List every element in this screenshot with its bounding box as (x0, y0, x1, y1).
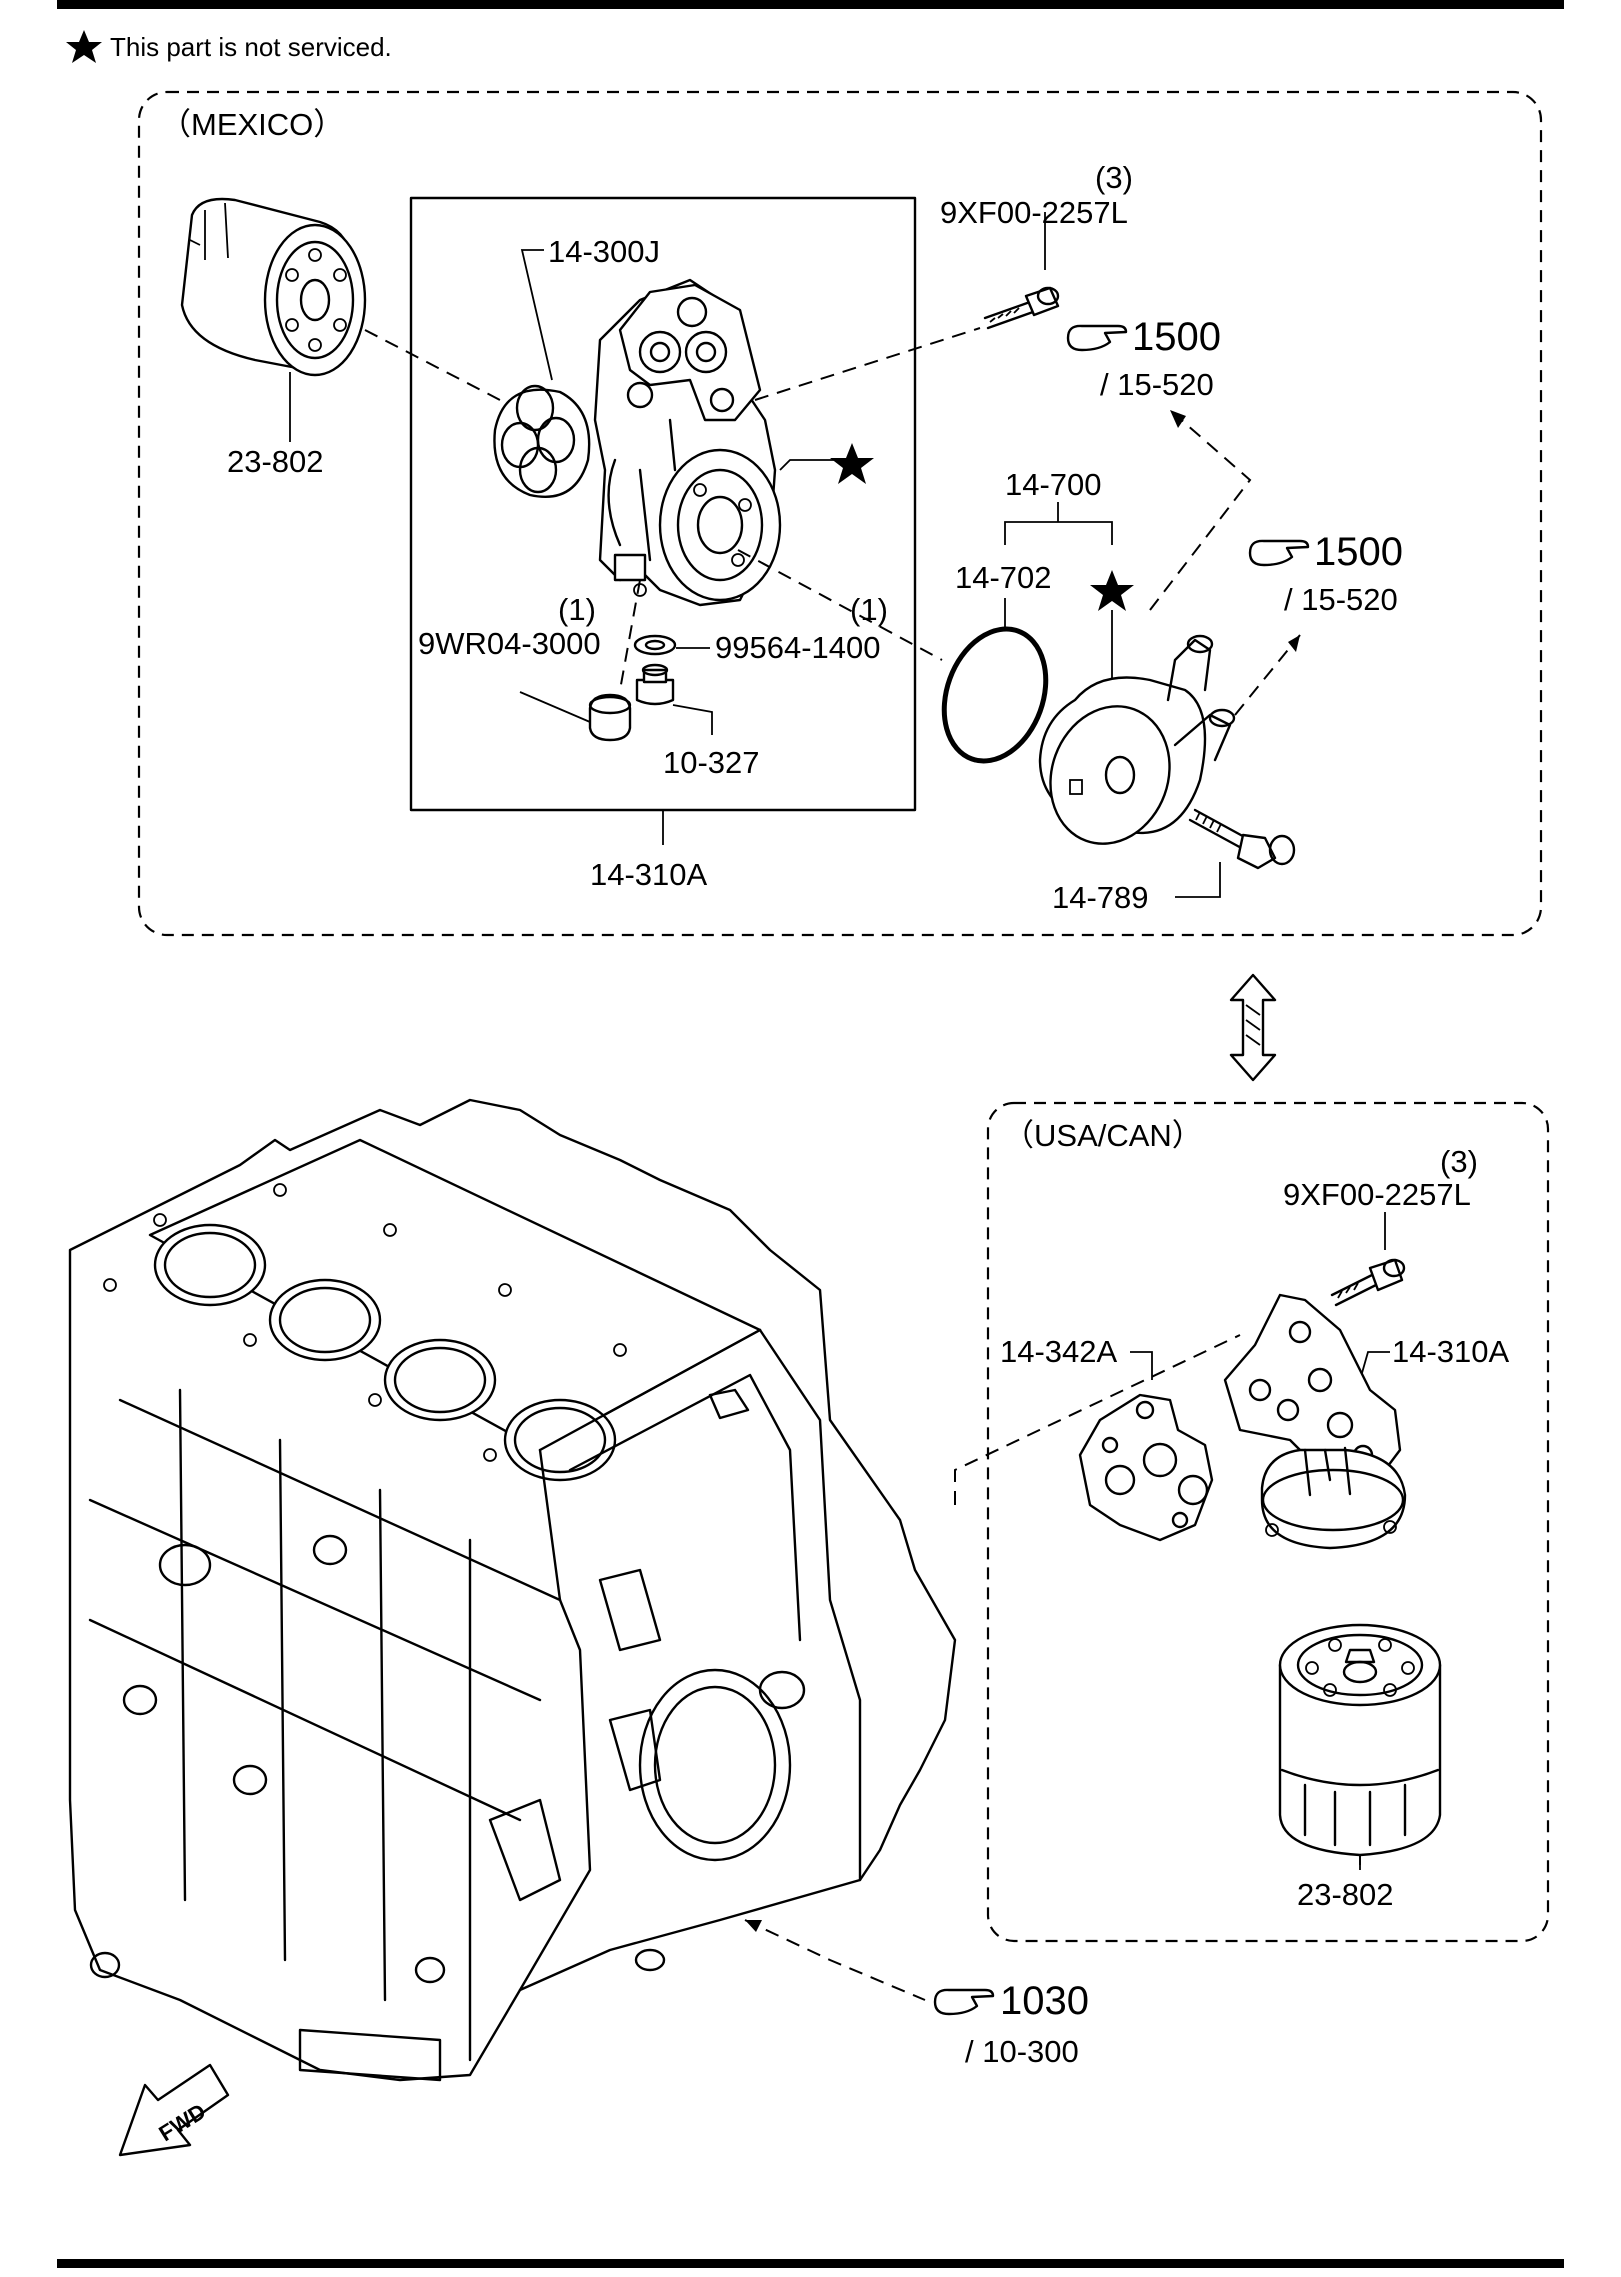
fwd-arrow-icon: FWD (118, 2063, 230, 2157)
oil-filter-mexico (180, 197, 367, 377)
label-gasket-usa: 14-342A (1000, 1334, 1118, 1369)
label-housing-mexico: 14-310A (590, 857, 708, 892)
star-icon (1090, 570, 1134, 611)
label-filter-usa: 23-802 (1297, 1877, 1394, 1912)
label-washer-qty: (1) (850, 592, 888, 627)
label-bolt-qty-mexico: (3) (1095, 160, 1133, 195)
plug-10-327 (635, 663, 675, 706)
ref-1030-sub: / 10-300 (965, 2034, 1079, 2069)
oil-filter-usa (1278, 1623, 1442, 1857)
pointing-hand-icon (1248, 539, 1310, 567)
top-border-bar (57, 0, 1564, 9)
ref-1500-b-sub: / 15-520 (1284, 582, 1398, 617)
label-housing-usa: 14-310A (1392, 1334, 1510, 1369)
label-cap: 9WR04-3000 (418, 626, 601, 661)
label-cap-qty: (1) (558, 592, 596, 627)
oring-14-702 (941, 626, 1049, 764)
bolt-9XF00-2257L-usa (1330, 1258, 1406, 1307)
bolt-14-789 (1188, 808, 1296, 870)
label-bolt-usa: 9XF00-2257L (1283, 1177, 1471, 1212)
label-gasket-mexico: 14-300J (548, 234, 660, 269)
gasket-14-342A (1078, 1393, 1214, 1542)
oil-filter-housing-usa (1223, 1293, 1407, 1550)
not-serviced-note: This part is not serviced. (66, 30, 392, 63)
mexico-title: （MEXICO） (160, 107, 344, 142)
double-arrow-icon (1229, 973, 1277, 1082)
reference-1030: 1030 / 10-300 (933, 1979, 1089, 2069)
pointing-hand-icon (1066, 324, 1128, 352)
ref-1500-a-number: 1500 (1132, 315, 1221, 359)
label-washer: 99564-1400 (715, 630, 881, 665)
engine-block (68, 1098, 957, 2082)
label-oring: 14-702 (955, 560, 1052, 595)
ref-1500-a-sub: / 15-520 (1100, 367, 1214, 402)
reference-1500-a: 1500 / 15-520 (1066, 315, 1221, 402)
star-icon (830, 443, 874, 484)
mexico-frame (137, 90, 1543, 937)
gasket-14-300J (493, 384, 591, 498)
label-plug: 10-327 (663, 745, 760, 780)
washer-99564-1400 (633, 634, 677, 656)
label-cooler-group: 14-700 (1005, 467, 1102, 502)
usa-can-title: （USA/CAN） (1003, 1118, 1203, 1153)
label-bolt-mexico: 9XF00-2257L (940, 195, 1128, 230)
bottom-border-bar (57, 2259, 1564, 2268)
bolt-9XF00-2257L-mexico (983, 286, 1060, 330)
oil-cooler-mexico (1038, 634, 1236, 845)
star-icon (66, 30, 102, 63)
note-text: This part is not serviced. (110, 32, 392, 62)
cap-9WR04-3000 (588, 693, 632, 742)
label-cooler-bolt: 14-789 (1052, 880, 1149, 915)
oil-filter-housing-mexico (593, 278, 782, 607)
label-filter-mexico: 23-802 (227, 444, 324, 479)
ref-1030-number: 1030 (1000, 1979, 1089, 2023)
label-bolt-qty-usa: (3) (1440, 1144, 1478, 1179)
reference-1500-b: 1500 / 15-520 (1248, 530, 1403, 617)
ref-1500-b-number: 1500 (1314, 530, 1403, 574)
usa-can-frame (986, 1101, 1550, 1943)
pointing-hand-icon (933, 1988, 995, 2016)
